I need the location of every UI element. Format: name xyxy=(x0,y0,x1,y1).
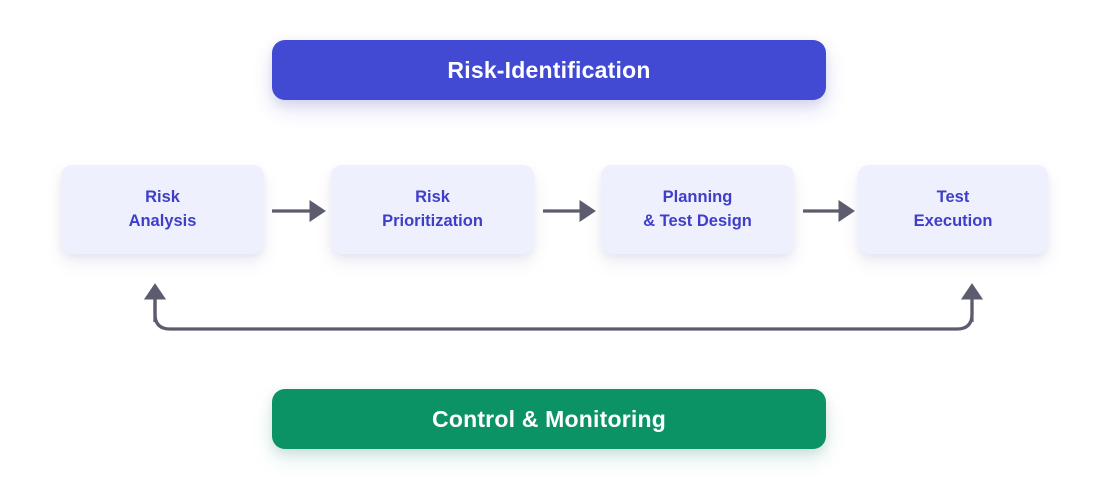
process-box-risk-prioritization-line2: Prioritization xyxy=(382,211,483,230)
control-monitoring-banner-label: Control & Monitoring xyxy=(432,405,666,432)
process-box-risk-prioritization-line1: Risk xyxy=(415,188,450,207)
process-box-test-execution-line1: Test xyxy=(936,188,970,207)
risk-identification-banner: Risk-Identification xyxy=(272,40,826,100)
process-box-risk-analysis: Risk Analysis xyxy=(61,165,264,254)
process-box-planning-test-design: Planning & Test Design xyxy=(601,165,794,254)
process-box-risk-analysis-line2: Analysis xyxy=(128,211,197,230)
process-box-risk-analysis-line1: Risk xyxy=(145,188,180,207)
process-box-test-execution: Test Execution xyxy=(858,165,1048,254)
process-box-planning-test-design-line1: Planning xyxy=(662,188,733,207)
control-monitoring-banner: Control & Monitoring xyxy=(272,389,826,449)
process-box-risk-prioritization: Risk Prioritization xyxy=(331,165,534,254)
process-box-test-execution-line2: Execution xyxy=(913,211,993,230)
process-box-planning-test-design-line2: & Test Design xyxy=(643,211,752,230)
feedback-loop-path xyxy=(153,298,974,331)
risk-identification-banner-label: Risk-Identification xyxy=(447,56,651,83)
